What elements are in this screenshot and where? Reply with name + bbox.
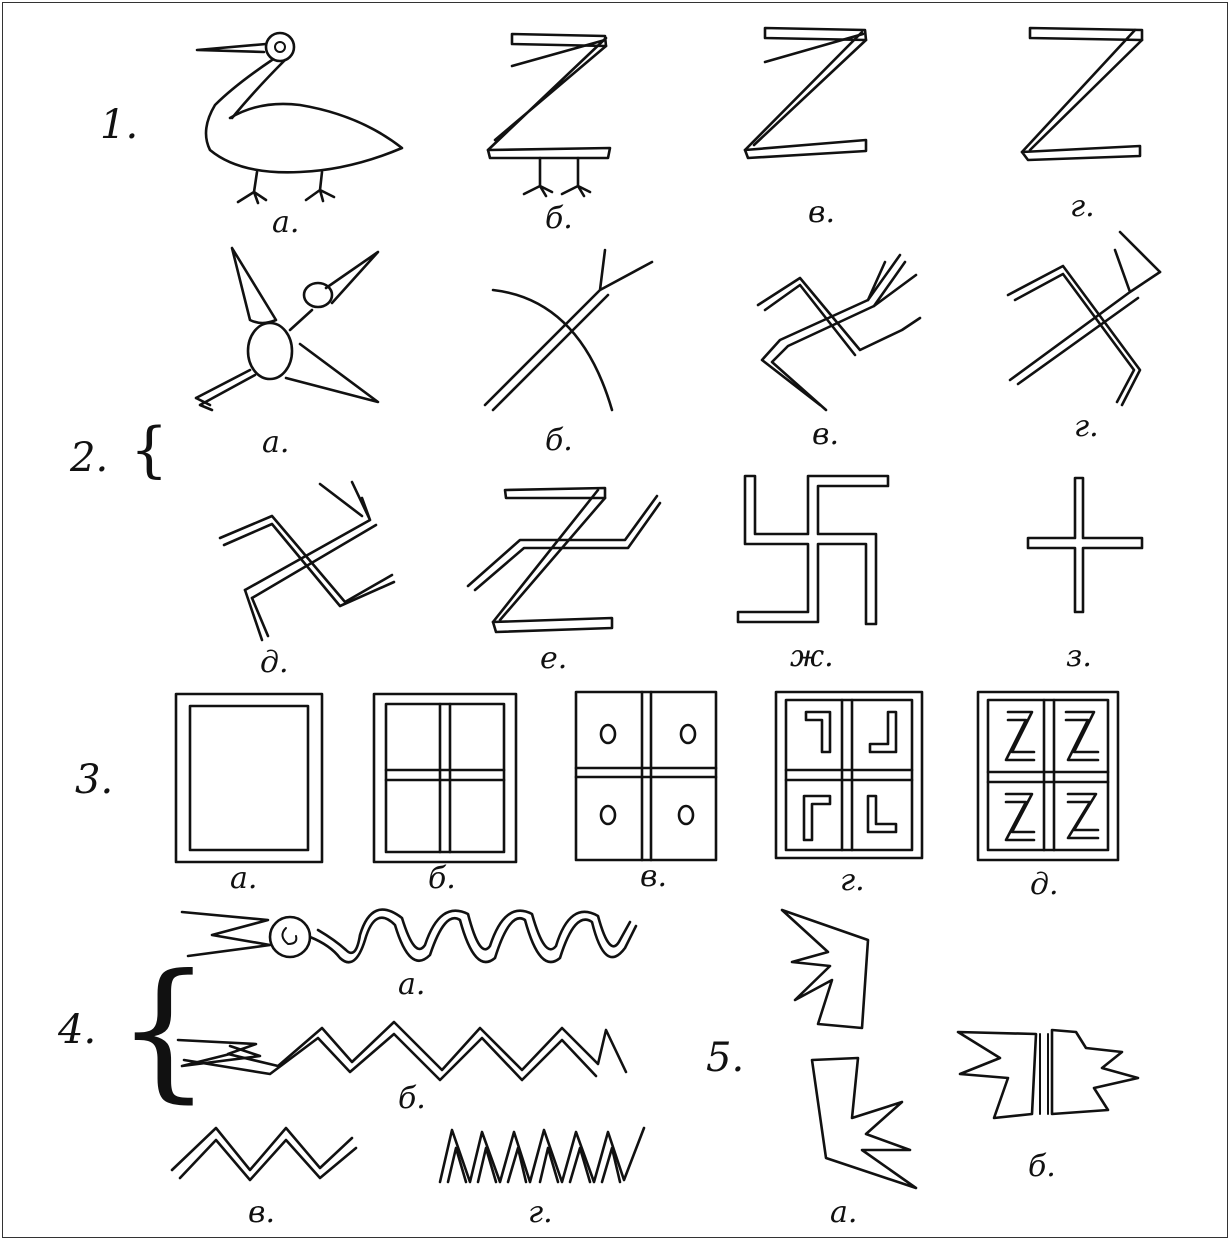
row4-label-g: г.	[528, 1198, 553, 1228]
flying-bird-icon	[196, 248, 378, 410]
row-number-2: 2.	[70, 438, 108, 478]
row5-label-a: а.	[830, 1198, 857, 1228]
row3-label-g: г.	[840, 866, 865, 896]
snake-wave-icon	[182, 910, 636, 963]
row1-label-b: б.	[545, 204, 573, 234]
angled-swastika-icon	[1008, 232, 1160, 405]
row-4-brace: {	[116, 955, 211, 1105]
row3-label-a: а.	[230, 864, 257, 894]
z-cross-icon	[468, 488, 660, 632]
zigzag-icon	[172, 1128, 356, 1180]
row-number-4: 4.	[58, 1010, 96, 1050]
row2-label-b: б.	[545, 426, 573, 456]
row-number-5: 5.	[706, 1038, 744, 1078]
row2-label-zh: ж.	[790, 642, 834, 672]
row-number-3: 3.	[75, 760, 113, 800]
row3-label-b: б.	[428, 864, 456, 894]
crossing-lines-icon	[485, 250, 652, 410]
z-sign-double-stroke-icon	[745, 28, 866, 158]
divided-square-icon	[374, 694, 516, 862]
row2-label-v: в.	[812, 420, 839, 450]
row3-label-v: в.	[640, 862, 667, 892]
bird-z-sign-icon	[488, 34, 610, 196]
butterfly-sign-icon	[958, 1030, 1138, 1118]
row2-label-a: а.	[262, 428, 289, 458]
row-number-1: 1.	[100, 105, 138, 145]
square-with-corners-icon	[776, 692, 922, 858]
bird-icon	[197, 33, 402, 203]
swastika-icon	[738, 476, 888, 624]
row2-label-e: е.	[540, 644, 567, 674]
row4-label-v: в.	[248, 1198, 275, 1228]
row2-label-z: з.	[1066, 642, 1092, 672]
row2-label-d: д.	[260, 648, 289, 678]
row4-label-b: б.	[398, 1084, 426, 1114]
row5-label-b: б.	[1028, 1152, 1056, 1182]
row1-label-v: в.	[808, 198, 835, 228]
bird-feet-pair-icon	[782, 910, 916, 1188]
curved-swastika-bird-icon	[758, 255, 920, 410]
zigzag-with-head-icon	[178, 1022, 626, 1080]
empty-square-icon	[176, 694, 322, 862]
row1-label-a: а.	[272, 208, 299, 238]
row-2-brace: {	[130, 420, 168, 480]
z-sign-icon	[1022, 28, 1142, 160]
square-with-z-signs-icon	[978, 692, 1118, 860]
skewed-swastika-icon	[220, 482, 394, 640]
row2-label-g: г.	[1074, 412, 1099, 442]
square-with-circles-icon	[576, 692, 716, 860]
cross-icon	[1028, 478, 1142, 612]
row4-label-a: а.	[398, 970, 425, 1000]
dense-zigzag-icon	[440, 1128, 644, 1182]
row1-label-g: г.	[1070, 192, 1095, 222]
row3-label-d: д.	[1030, 870, 1059, 900]
